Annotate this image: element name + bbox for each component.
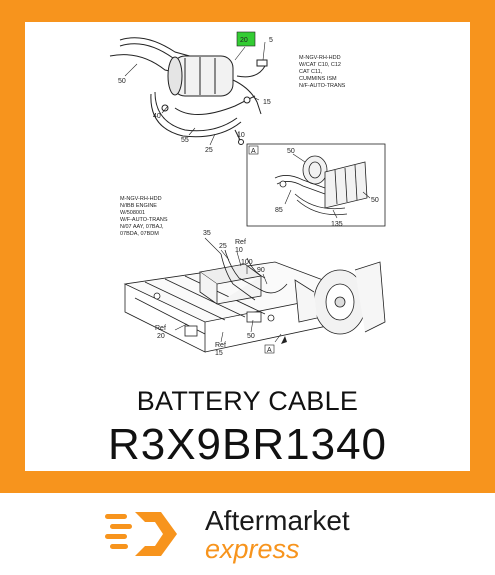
- callout-50-bottom: 50: [247, 333, 255, 340]
- callout-10-bottom: 10: [235, 247, 243, 254]
- svg-text:CAT C11,: CAT C11,: [299, 69, 323, 75]
- callout-15: 15: [263, 99, 271, 106]
- chassis-assembly: [123, 249, 386, 353]
- parts-diagram: 20 5 50 40 15 55 10 25 M-NGV-RH-HDD W/CA…: [25, 22, 470, 367]
- top-cable-assembly: [109, 37, 268, 145]
- callout-5: 5: [269, 37, 273, 44]
- callout-ref-b: Ref: [155, 325, 166, 332]
- top-callouts: 20 5 50 40 15 55 10 25: [118, 37, 273, 154]
- detail-callout-50b: 50: [371, 197, 379, 204]
- svg-text:M-NGV-RH-HDD: M-NGV-RH-HDD: [120, 196, 162, 202]
- detail-label-a: A: [251, 148, 256, 155]
- svg-text:N/07 AAY, 07BAJ,: N/07 AAY, 07BAJ,: [120, 224, 164, 230]
- detail-callout-85: 85: [275, 207, 283, 214]
- brand-name-line1: Aftermarket: [205, 505, 350, 536]
- svg-text:N/IBB ENGINE: N/IBB ENGINE: [120, 203, 157, 209]
- detail-callout-50a: 50: [287, 148, 295, 155]
- svg-text:W/508001: W/508001: [120, 210, 145, 216]
- footer: [0, 493, 495, 575]
- svg-text:N/F-AUTO-TRANS: N/F-AUTO-TRANS: [299, 83, 346, 89]
- svg-text:07BDA, 07BDM: 07BDA, 07BDM: [120, 231, 159, 237]
- detail-callout-135: 135: [331, 221, 343, 228]
- highlight-callout-20: [236, 31, 256, 47]
- callout-50: 50: [118, 78, 126, 85]
- svg-text:M-NGV-RH-HDD: M-NGV-RH-HDD: [299, 55, 341, 61]
- part-number: R3X9BR1340: [107, 420, 388, 469]
- brand-name-line2: express: [205, 534, 300, 564]
- callout-55: 55: [181, 137, 189, 144]
- aftermarket-express-logo-icon: [105, 510, 180, 560]
- callout-90: 90: [257, 267, 265, 274]
- callout-a-bottom: A: [267, 347, 272, 354]
- callout-20-bottom: 20: [157, 333, 165, 340]
- svg-text:CUMMINS ISM: CUMMINS ISM: [299, 76, 337, 82]
- product-card: 20 5 50 40 15 55 10 25 M-NGV-RH-HDD W/CA…: [25, 22, 470, 471]
- callout-10: 10: [237, 132, 245, 139]
- top-leaders: [124, 41, 266, 146]
- parts-diagram-svg: 20 5 50 40 15 55 10 25 M-NGV-RH-HDD W/CA…: [109, 31, 386, 357]
- product-title: BATTERY CABLE: [136, 386, 359, 416]
- detail-a-box: A 50 85 50 135: [246, 143, 386, 228]
- note-top: M-NGV-RH-HDD W/CAT C10, C12 CAT C11, CUM…: [299, 55, 346, 89]
- callout-40: 40: [153, 113, 161, 120]
- svg-text:W/F-AUTO-TRANS: W/F-AUTO-TRANS: [120, 217, 168, 223]
- callout-25-bottom: 25: [219, 243, 227, 250]
- callout-20: 20: [240, 37, 248, 44]
- callout-ref-c: Ref: [215, 342, 226, 349]
- callout-100: 100: [241, 259, 253, 266]
- svg-text:W/CAT C10, C12: W/CAT C10, C12: [299, 62, 341, 68]
- callout-15-bottom: 15: [215, 350, 223, 357]
- chassis-callouts: 35 25 Ref 10 100 90 Ref 20 50 Ref 15 A: [155, 230, 287, 357]
- note-left: M-NGV-RH-HDD N/IBB ENGINE W/508001 W/F-A…: [120, 196, 168, 237]
- chassis-leaders: [174, 237, 282, 343]
- callout-25: 25: [205, 147, 213, 154]
- callout-35: 35: [203, 230, 211, 237]
- callout-ref-a: Ref: [235, 239, 246, 246]
